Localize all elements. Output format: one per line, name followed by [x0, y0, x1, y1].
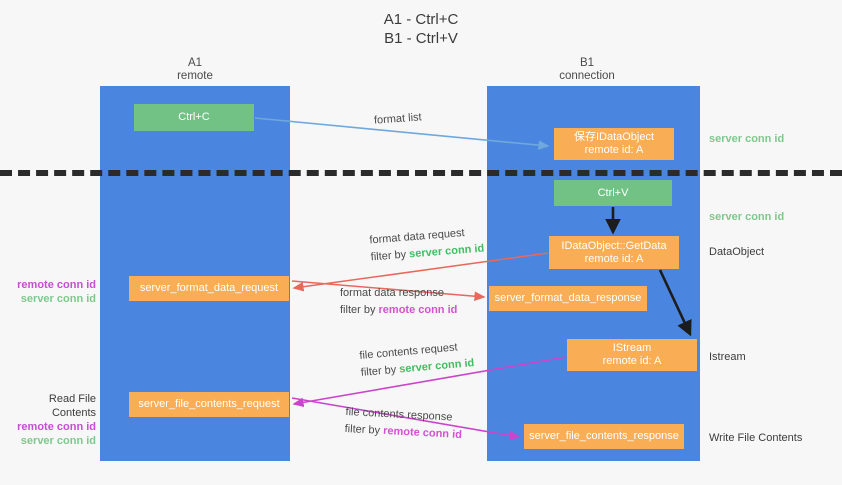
edge-label-format-data-response: format data response filter by remote co… — [340, 285, 457, 319]
right-note-istream: Istream — [709, 351, 746, 363]
edge-label-format-list: format list — [373, 109, 422, 129]
edge-label-line2: filter by remote conn id — [340, 302, 457, 319]
node-server-format-data-request[interactable]: server_format_data_request — [129, 276, 289, 301]
edge-label-line1: format data response — [340, 287, 444, 299]
column-header-b1: B1 connection — [559, 57, 615, 82]
filter-key-remote-conn-id: remote conn id — [382, 424, 463, 442]
node-istream[interactable]: IStream remote id: A — [567, 339, 697, 371]
node-store-idataobject[interactable]: 保存IDataObject remote id: A — [554, 128, 674, 160]
side-note-remote-conn-id: remote conn id — [17, 421, 96, 433]
column-header-a1: A1 remote — [177, 57, 213, 82]
filter-prefix: filter by — [360, 363, 400, 379]
right-note-dataobject: DataObject — [709, 246, 765, 258]
node-server-file-contents-response[interactable]: server_file_contents_response — [524, 424, 684, 449]
right-note-server-conn-id-top: server conn id — [709, 133, 785, 145]
node-server-format-data-response[interactable]: server_format_data_response — [489, 286, 647, 311]
side-note-server-conn-id: server conn id — [20, 293, 96, 305]
edge-label-line1: format list — [373, 111, 423, 127]
edge-label-file-contents-response: file contents response filter by remote … — [344, 404, 463, 444]
node-ctrl-v[interactable]: Ctrl+V — [554, 180, 672, 206]
phase-divider — [0, 170, 842, 176]
node-server-file-contents-request[interactable]: server_file_contents_request — [129, 392, 289, 417]
filter-prefix: filter by — [344, 422, 384, 437]
filter-key-server-conn-id: server conn id — [398, 357, 475, 376]
side-note-conn-ids-middle: remote conn id server conn id — [8, 278, 96, 306]
node-ctrl-c[interactable]: Ctrl+C — [134, 104, 254, 131]
side-note-remote-conn-id: remote conn id — [17, 279, 96, 291]
side-note-server-conn-id: server conn id — [20, 435, 96, 447]
right-note-server-conn-id-second: server conn id — [709, 211, 785, 223]
right-note-write-file-contents: Write File Contents — [709, 432, 803, 444]
filter-key-server-conn-id: server conn id — [408, 242, 485, 261]
side-note-read-file-contents: Read File Contents remote conn id server… — [4, 392, 96, 448]
filter-key-remote-conn-id: remote conn id — [378, 304, 458, 316]
node-idataobject-getdata[interactable]: IDataObject::GetData remote id: A — [549, 236, 679, 269]
filter-prefix: filter by — [340, 304, 379, 316]
filter-prefix: filter by — [370, 248, 410, 264]
side-note-title: Read File Contents — [48, 393, 96, 419]
page-title: A1 - Ctrl+C B1 - Ctrl+V — [383, 11, 459, 47]
